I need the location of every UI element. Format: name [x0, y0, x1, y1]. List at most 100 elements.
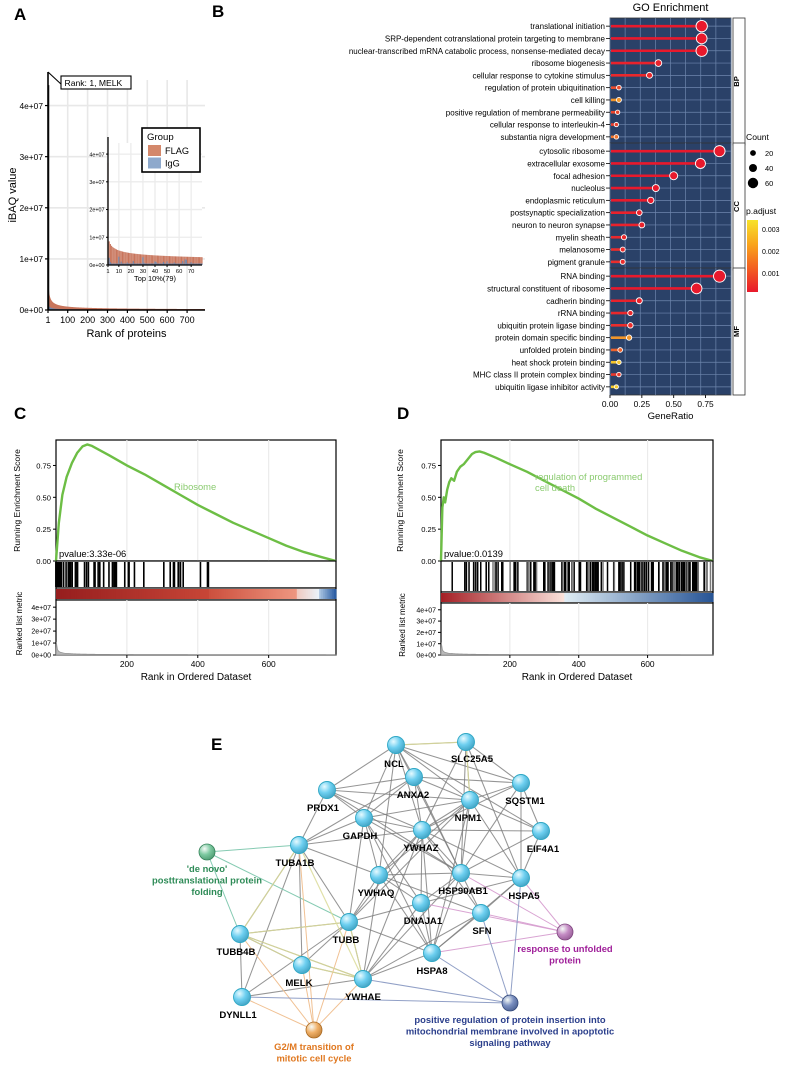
protein-node[interactable]	[405, 768, 423, 786]
protein-node[interactable]	[318, 781, 336, 799]
protein-node[interactable]	[512, 774, 530, 792]
lollipop-dot[interactable]	[647, 196, 655, 204]
term-node[interactable]	[501, 994, 519, 1012]
heatbar-segment	[138, 589, 141, 599]
protein-node[interactable]	[293, 956, 311, 974]
term-node[interactable]	[305, 1021, 323, 1039]
network-edge	[431, 799, 471, 954]
rank-annotation-box	[60, 75, 132, 90]
lollipop-dot[interactable]	[620, 234, 628, 241]
lollipop-dot[interactable]	[713, 269, 727, 283]
lollipop-dot[interactable]	[694, 157, 706, 169]
lollipop-dot[interactable]	[669, 171, 679, 181]
legend-swatch	[148, 145, 161, 156]
lollipop-dot[interactable]	[651, 184, 660, 193]
heatbar-segment	[480, 593, 484, 602]
protein-node[interactable]	[354, 970, 372, 988]
network-edge	[362, 978, 511, 1004]
protein-node[interactable]	[452, 864, 470, 882]
inset-bar-flag	[132, 253, 134, 265]
network-edge	[421, 829, 482, 914]
heatbar-segment	[664, 593, 667, 602]
protein-node[interactable]	[532, 822, 550, 840]
lollipop-dot[interactable]	[638, 221, 646, 229]
term-node-label: positive regulation of protein insertion…	[414, 1014, 605, 1025]
xtick-label: 600	[641, 659, 655, 669]
heatbar-segment	[102, 589, 106, 599]
pvalue-label: pvalue:0.0139	[444, 548, 503, 559]
ytick-label: 3e+07	[31, 617, 51, 624]
lollipop-dot[interactable]	[613, 134, 620, 140]
protein-node[interactable]	[355, 809, 373, 827]
inset-bar-igg	[127, 263, 130, 265]
protein-node[interactable]	[457, 733, 475, 751]
protein-node[interactable]	[472, 904, 490, 922]
padjust-legend-label: 0.001	[762, 271, 780, 278]
lollipop-dot[interactable]	[619, 246, 626, 253]
protein-node-label: DNAJA1	[404, 916, 443, 927]
legend-title: Group	[147, 132, 174, 143]
term-node-label: protein	[549, 955, 581, 966]
lollipop-dot[interactable]	[713, 145, 726, 158]
lollipop-dot[interactable]	[695, 44, 708, 57]
lollipop-dot[interactable]	[613, 121, 619, 128]
heatbar-segment	[484, 593, 487, 602]
heatbar-segment	[609, 593, 612, 602]
lollipop-dot[interactable]	[613, 384, 619, 390]
heatbar-segment	[224, 589, 227, 599]
lollipop-dot[interactable]	[616, 359, 622, 365]
term-node[interactable]	[556, 923, 574, 941]
go-term-label: structural constituent of ribosome	[487, 284, 605, 293]
lollipop-dot[interactable]	[635, 297, 643, 305]
lollipop-dot[interactable]	[627, 309, 634, 317]
inset-bar-igg	[109, 262, 111, 265]
lollipop-dot[interactable]	[616, 84, 622, 91]
protein-node[interactable]	[387, 736, 405, 754]
inset-bar-igg	[180, 263, 183, 265]
xtick-label: 700	[180, 315, 195, 325]
protein-node[interactable]	[512, 869, 530, 887]
lollipop-dot[interactable]	[646, 71, 653, 79]
protein-node[interactable]	[461, 791, 479, 809]
ytick-label: 2e+07	[31, 629, 51, 636]
inset-bar-igg	[174, 263, 177, 265]
lollipop-dot[interactable]	[625, 334, 633, 341]
lollipop-dot[interactable]	[636, 209, 643, 216]
protein-node[interactable]	[370, 866, 388, 884]
protein-node[interactable]	[423, 944, 441, 962]
ytick-label: 1e+07	[19, 254, 43, 264]
term-node[interactable]	[198, 843, 216, 861]
heatbar-segment	[455, 593, 458, 602]
heatbar-segment	[667, 593, 670, 602]
protein-node[interactable]	[231, 925, 249, 943]
lollipop-dot[interactable]	[627, 322, 634, 329]
lollipop-dot[interactable]	[615, 96, 622, 103]
heatbar-segment	[567, 593, 571, 602]
lollipop-dot[interactable]	[619, 258, 626, 265]
network-edge	[298, 776, 415, 846]
heatbar-segment	[638, 593, 641, 602]
lollipop-dot[interactable]	[615, 109, 621, 115]
network-edge	[395, 744, 522, 784]
protein-node[interactable]	[233, 988, 251, 1006]
inset-bar-flag	[155, 255, 157, 265]
lollipop-dot[interactable]	[654, 59, 663, 67]
protein-node[interactable]	[290, 836, 308, 854]
heatbar-segment	[622, 593, 625, 602]
protein-node[interactable]	[412, 894, 430, 912]
lollipop-dot[interactable]	[616, 371, 622, 378]
heatbar-segment	[587, 593, 591, 602]
protein-node[interactable]	[413, 821, 431, 839]
inset-bar-igg	[162, 261, 164, 265]
inset-bar-flag	[178, 256, 180, 265]
lollipop-dot[interactable]	[695, 32, 708, 45]
inset-bar-flag	[129, 252, 131, 265]
lollipop-dot[interactable]	[690, 282, 703, 295]
ytick-label: 0.50	[421, 493, 436, 502]
heatbar-segment	[555, 593, 558, 602]
lollipop-dot[interactable]	[695, 20, 708, 33]
heatbar-segment	[618, 593, 622, 602]
term-node-label: mitochondrial membrane involved in apopt…	[406, 1026, 614, 1037]
protein-node[interactable]	[340, 913, 358, 931]
lollipop-dot[interactable]	[617, 347, 623, 353]
